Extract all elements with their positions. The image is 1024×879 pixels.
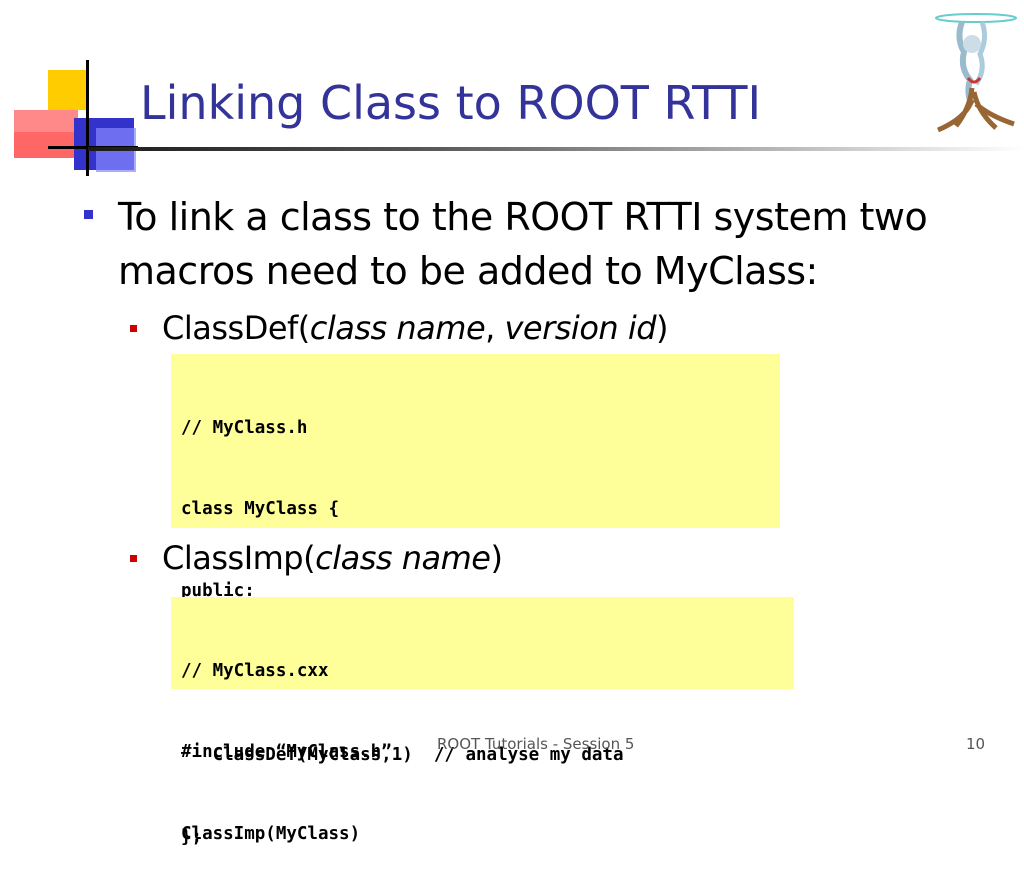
sub-bullet-classimp: ClassImp(class name): [130, 537, 830, 579]
title-divider: [88, 147, 1024, 151]
root-mascot-icon: [935, 13, 1017, 133]
bullet-square-icon: [84, 210, 93, 219]
code-line: ClassDef(MyClass,1) // analyse my data: [181, 745, 624, 766]
code-block-source: // MyClass.cxx #include “MyClass.h” Clas…: [171, 597, 794, 844]
code-line: // MyClass.cxx: [181, 660, 329, 681]
code-line: ClassImp(MyClass): [181, 824, 361, 845]
main-bullet-line2: macros need to be added to MyClass:: [118, 249, 818, 293]
sub-bullet-classdef: ClassDef(class name, version id): [130, 307, 830, 349]
sub-bullet-square-icon: [130, 325, 137, 332]
code-block-header: // MyClass.h class MyClass { public: . .…: [171, 354, 780, 847]
sub-bullet-square-icon: [130, 555, 137, 562]
code-line: #include “MyClass.h”: [181, 742, 392, 763]
code-line: // MyClass.h: [181, 417, 308, 438]
page-number: 10: [966, 735, 986, 753]
code-line: public:: [181, 581, 255, 602]
main-bullet: To link a class to the ROOT RTTI system …: [84, 190, 1024, 298]
sub-bullet-text: ClassDef(class name, version id): [162, 309, 669, 347]
sub-bullet-text: ClassImp(class name): [162, 539, 503, 577]
code-line: class MyClass {: [181, 499, 340, 520]
slide-footer: ROOT Tutorials - Session 5: [437, 735, 635, 753]
template-logo-icon: [14, 60, 138, 176]
main-bullet-line1: To link a class to the ROOT RTTI system …: [118, 195, 928, 239]
main-bullet-text: To link a class to the ROOT RTTI system …: [118, 190, 1024, 298]
slide-title: Linking Class to ROOT RTTI: [140, 76, 762, 130]
